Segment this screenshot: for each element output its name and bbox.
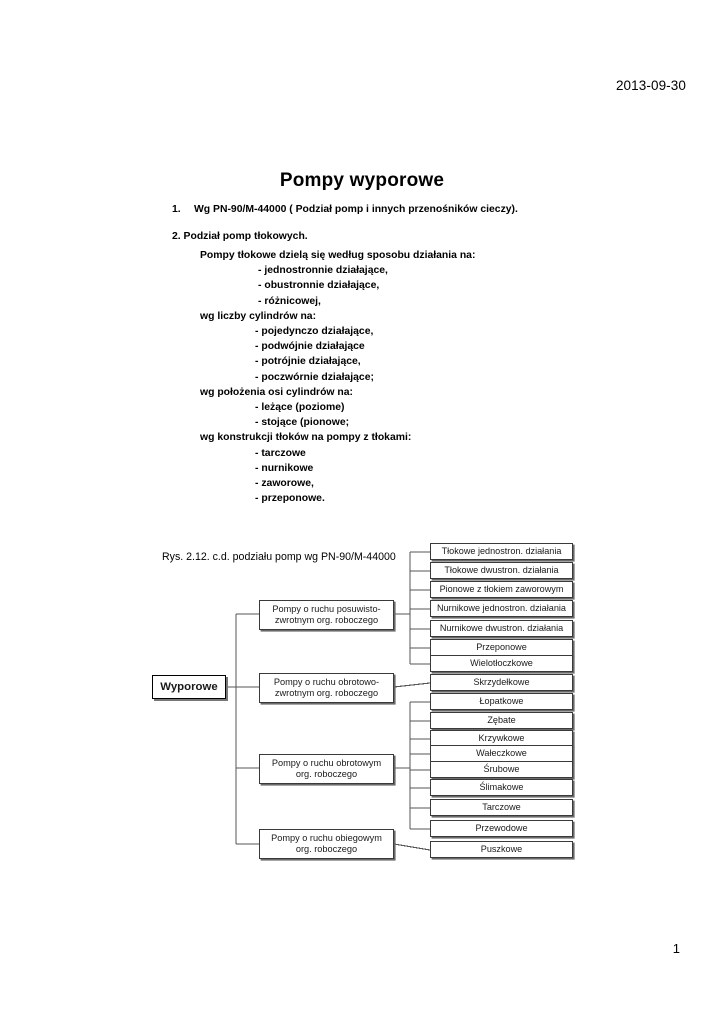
diagram-leaf-node[interactable]: Śrubowe: [430, 761, 573, 778]
body-list: Pompy tłokowe dzielą się według sposobu …: [0, 248, 724, 506]
intro-item-1-number: 1.: [172, 204, 181, 215]
diagram-group-node-line: Pompy o ruchu posuwisto-: [272, 604, 381, 614]
diagram-root-node[interactable]: Wyporowe: [152, 675, 226, 699]
diagram-group-node-line: zwrotnym org. roboczego: [274, 615, 379, 625]
body-list-row: - stojące (pionowe;: [255, 417, 350, 429]
body-list-row: - zaworowe,: [255, 478, 314, 490]
body-list-row: - tarczowe: [255, 447, 306, 459]
body-list-row: - potrójnie działające,: [255, 356, 361, 368]
diagram-leaf-node[interactable]: Wielotłoczkowe: [430, 655, 573, 672]
body-list-row: - poczwórnie działające;: [255, 371, 374, 383]
document-date: 2013-09-30: [615, 78, 686, 93]
diagram-group-node-line: Pompy o ruchu obrotowo-: [273, 677, 380, 687]
diagram-leaf-node[interactable]: Skrzydełkowe: [430, 674, 573, 691]
diagram-group-node-line: zwrotnym org. roboczego: [274, 688, 379, 698]
diagram-leaf-node[interactable]: Nurnikowe jednostron. działania: [430, 600, 573, 617]
diagram-leaf-node[interactable]: Zębate: [430, 712, 573, 729]
body-list-row: - różnicowej,: [258, 295, 321, 307]
body-list-row: wg konstrukcji tłoków na pompy z tłokami…: [200, 432, 412, 444]
body-list-row: - jednostronnie działające,: [258, 265, 388, 277]
diagram-leaf-node[interactable]: Nurnikowe dwustron. działania: [430, 620, 573, 637]
body-list-row: - leżące (poziome): [255, 402, 345, 414]
body-list-row: wg liczby cylindrów na:: [200, 310, 317, 322]
diagram-group-node-line: org. roboczego: [295, 844, 358, 854]
page-number: 1: [672, 941, 680, 956]
diagram-leaf-node[interactable]: Pionowe z tłokiem zaworowym: [430, 581, 573, 598]
diagram-leaf-node[interactable]: Przewodowe: [430, 820, 573, 837]
intro-item-1: 1. Wg PN-90/M-44000 ( Podział pomp i inny…: [172, 204, 724, 215]
intro-block: 1. Wg PN-90/M-44000 ( Podział pomp i inny…: [0, 204, 724, 242]
diagram-group-node[interactable]: Pompy o ruchu posuwisto-zwrotnym org. ro…: [259, 600, 394, 630]
page-title: Pompy wyporowe: [279, 170, 445, 191]
body-list-row: - pojedynczo działające,: [255, 326, 374, 338]
diagram-leaf-node[interactable]: Tarczowe: [430, 799, 573, 816]
diagram-leaf-node[interactable]: Puszkowe: [430, 841, 573, 858]
diagram-leaf-node[interactable]: Tłokowe jednostron. działania: [430, 543, 573, 560]
figure-caption: Rys. 2.12. c.d. podziału pomp wg PN-90/M…: [162, 551, 396, 563]
diagram-group-node[interactable]: Pompy o ruchu obrotowo-zwrotnym org. rob…: [259, 673, 394, 703]
body-list-row: - nurnikowe: [255, 462, 314, 474]
diagram-leaf-node[interactable]: Tłokowe dwustron. działania: [430, 562, 573, 579]
body-list-row: - obustronnie działające,: [258, 280, 380, 292]
body-list-row: - podwójnie działające: [255, 341, 365, 353]
body-list-row: Pompy tłokowe dzielą się według sposobu …: [200, 250, 476, 261]
diagram-leaf-node[interactable]: Wałeczkowe: [430, 745, 573, 762]
diagram-group-node-line: Pompy o ruchu obrotowym: [271, 758, 382, 768]
diagram-leaf-node[interactable]: Krzywkowe: [430, 730, 573, 747]
intro-item-1-text: Wg PN-90/M-44000 ( Podział pomp i innych…: [194, 204, 518, 215]
diagram-leaf-node[interactable]: Ślimakowe: [430, 779, 573, 796]
body-list-row: wg położenia osi cylindrów na:: [200, 386, 353, 398]
diagram-group-node-line: Pompy o ruchu obiegowym: [271, 833, 382, 843]
intro-item-2: 2. Podział pomp tłokowych.: [172, 231, 308, 242]
diagram-leaf-node[interactable]: Łopatkowe: [430, 693, 573, 710]
diagram-group-node-line: org. roboczego: [295, 769, 358, 779]
diagram-leaf-node[interactable]: Przeponowe: [430, 639, 573, 656]
body-list-row: - przeponowe.: [255, 493, 325, 505]
